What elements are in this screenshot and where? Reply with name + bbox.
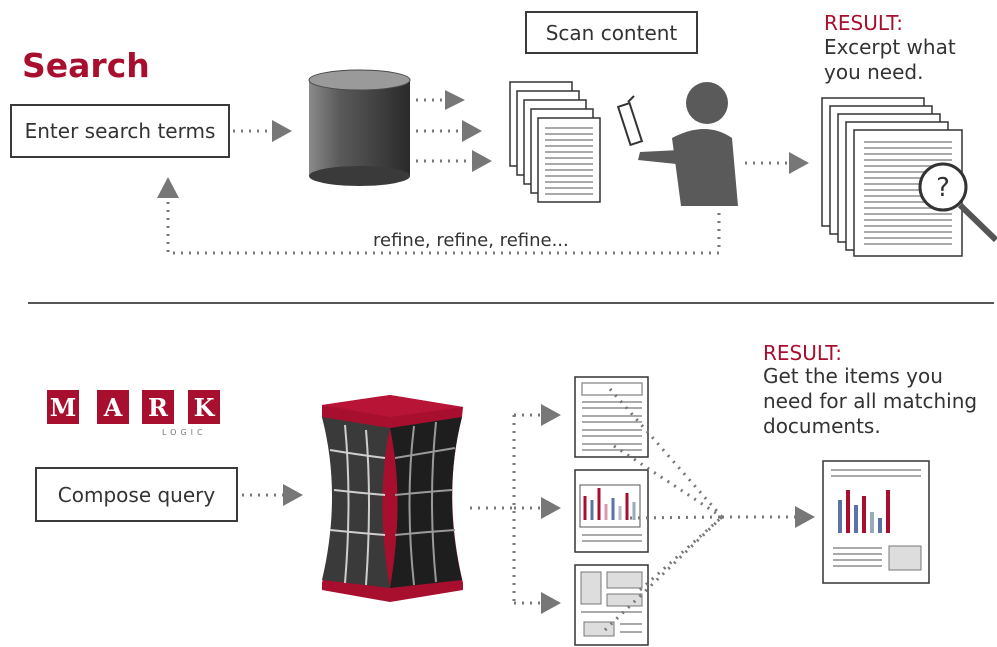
arrows-db-to-docs <box>416 90 492 172</box>
marklogic-result-text: Get the items you need for all matching … <box>763 364 978 438</box>
search-section-title: Search <box>22 46 150 85</box>
result-compiled-document-icon <box>822 460 930 584</box>
logo-letter-m: M <box>47 390 79 424</box>
search-result-text: Excerpt what you need. <box>824 35 956 84</box>
logo-letter-a: A <box>97 390 129 424</box>
refine-loop-arrow <box>157 177 721 255</box>
compose-query-box: Compose query <box>35 467 238 522</box>
person-reading-icon <box>616 82 738 206</box>
logo-letter-k: K <box>188 390 220 424</box>
document-stack-icon <box>509 81 601 203</box>
refine-label: refine, refine, refine... <box>373 230 569 251</box>
enter-search-terms-box: Enter search terms <box>10 104 230 158</box>
matching-document-layout-icon <box>574 564 649 646</box>
arrow-input-to-db <box>233 120 292 142</box>
magnifier-icon: ? <box>918 162 997 243</box>
arrows-tower-to-docs <box>470 404 561 614</box>
marklogic-result-heading: RESULT: <box>763 341 843 365</box>
logo-letter-r: R <box>142 390 174 424</box>
matching-document-chart-icon <box>574 469 649 553</box>
matching-document-text-icon <box>574 376 649 458</box>
arrow-to-result-doc <box>795 506 815 528</box>
logo-subtext: LOGIC <box>162 428 207 437</box>
scan-content-box: Scan content <box>525 11 698 54</box>
arrow-query-to-tower <box>242 484 303 506</box>
database-cylinder-icon <box>308 69 411 186</box>
search-result-heading: RESULT: <box>824 11 904 35</box>
marklogic-database-tower-icon <box>322 395 463 602</box>
arrow-person-to-result <box>745 152 809 174</box>
magnifier-glyph: ? <box>936 173 950 203</box>
extraction-lines <box>603 388 795 632</box>
